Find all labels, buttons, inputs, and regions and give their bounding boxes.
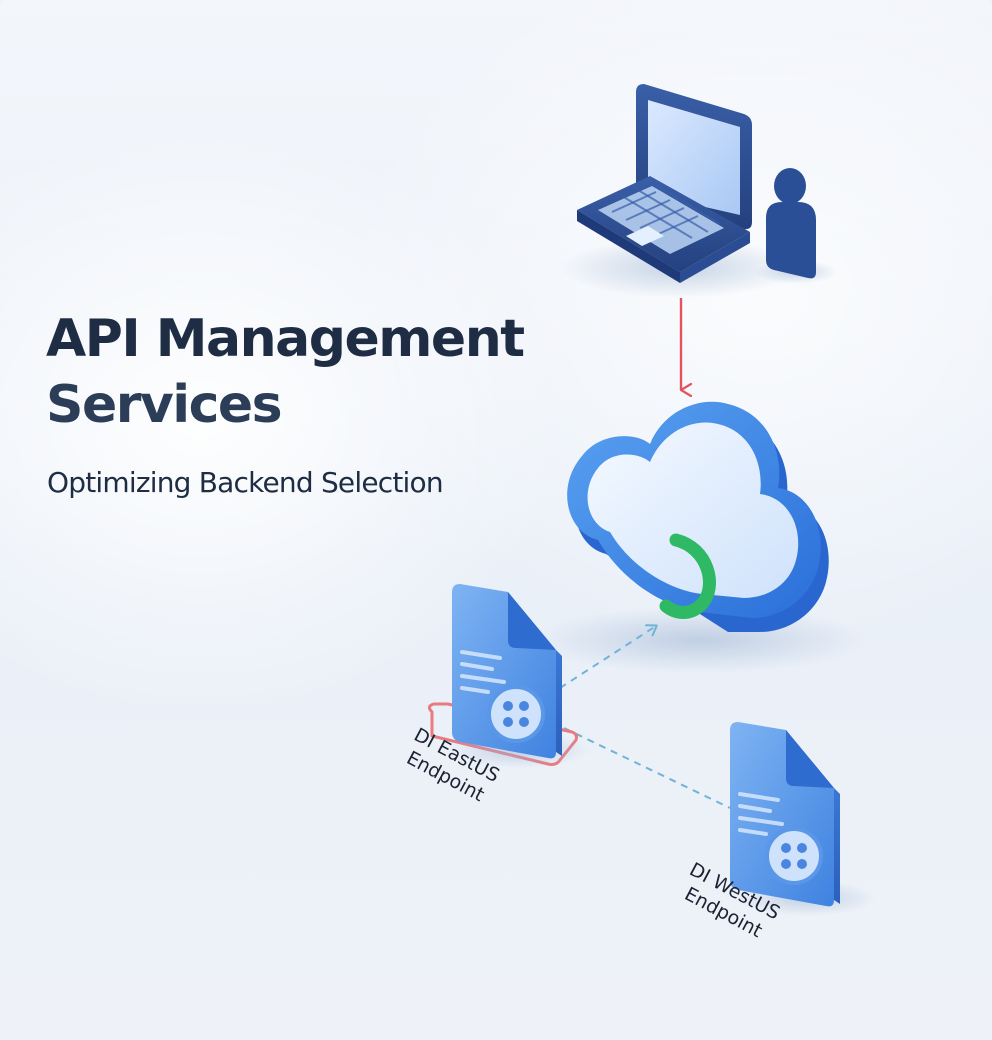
- laptop-icon: [560, 84, 800, 298]
- diagram-subtitle: Optimizing Backend Selection: [47, 466, 444, 499]
- routing-arc: [659, 533, 716, 619]
- dashed-connector-west: [563, 727, 731, 809]
- diagram-title: API Management Services: [46, 306, 525, 438]
- dashed-connector-east: [559, 624, 658, 689]
- document-server-icon: [730, 722, 876, 916]
- document-server-icon: [450, 584, 590, 768]
- cloud-icon: [530, 401, 870, 674]
- title-line-1: API Management: [46, 309, 525, 369]
- user-icon: [756, 168, 836, 284]
- title-line-2: Services: [46, 375, 283, 435]
